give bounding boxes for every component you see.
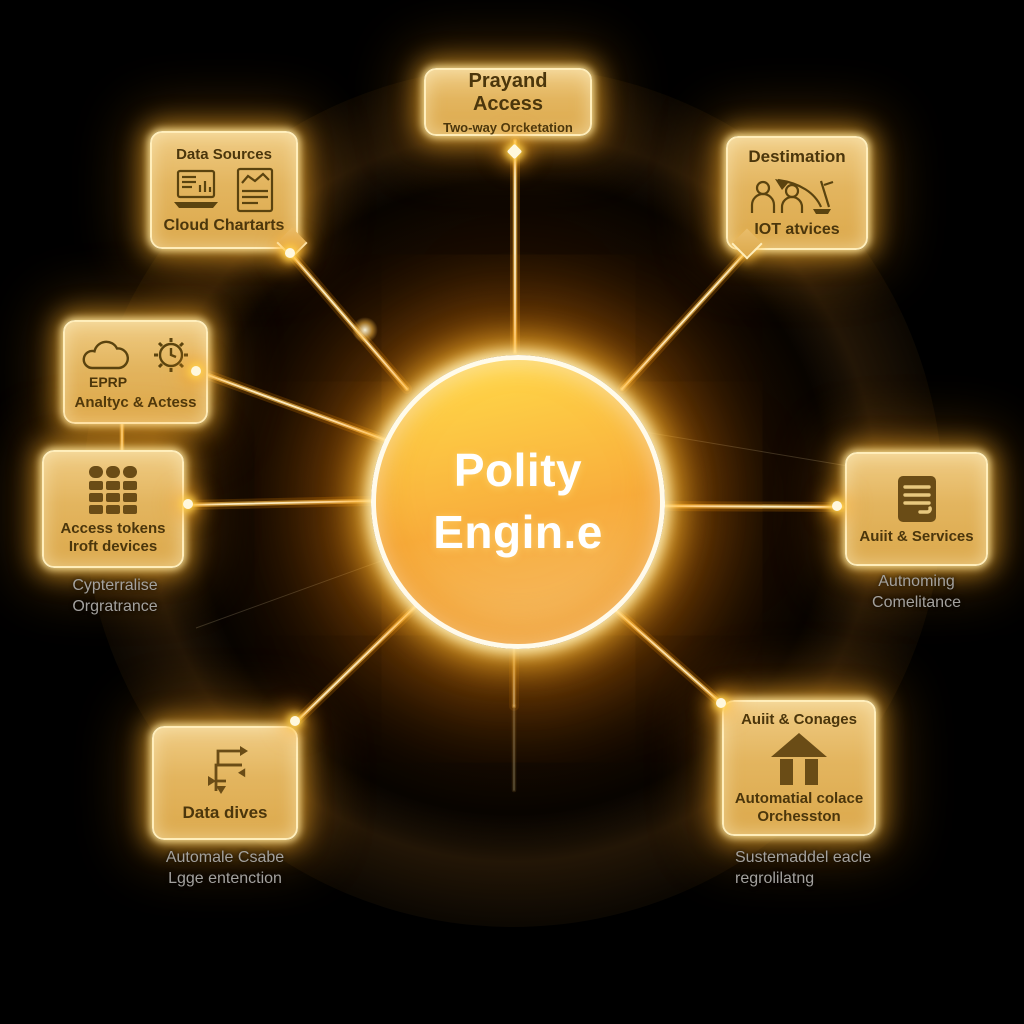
- laptop-chart-icon: [172, 168, 220, 212]
- center-title-line1: Polity: [453, 444, 583, 497]
- node-label-line1: Access tokens: [60, 519, 166, 537]
- node-bottom-right-audit-orchestration: Auiit & Conages Automatial colace Orches…: [722, 700, 876, 836]
- document-icon: [894, 474, 940, 524]
- node-bottom-left-data-dives: Data dives: [152, 726, 298, 840]
- center-hub-policy-engine: Polity Engin.e: [371, 355, 665, 649]
- caption-line2: Orgratrance: [72, 597, 158, 615]
- node-title: Destimation: [748, 147, 846, 166]
- connector-right: [655, 501, 847, 512]
- spark-bottom-left: [290, 716, 300, 726]
- node-left-upper-eprp-analytics: EPRP Analtyc & Actess: [63, 320, 208, 424]
- caption-line2: Lgge entenction: [168, 869, 282, 887]
- node-label: IOT atvices: [754, 221, 840, 238]
- node-title: Prayand Access: [468, 69, 548, 115]
- node-label-line2: Iroft devices: [68, 537, 158, 555]
- caption-line1: Sustemaddel eacle: [735, 849, 872, 866]
- node-title: Auiit & Conages: [741, 711, 857, 728]
- caption-line1: Automale Csabe: [165, 849, 285, 866]
- connector-top-left: [286, 249, 412, 394]
- node-label: Cloud Chartarts: [163, 216, 285, 234]
- node-top-right-destination-iot: Destimation IOT atvices: [726, 136, 868, 260]
- connector-bottom-left: [291, 599, 423, 727]
- node-subtitle: Two-way Orcketation: [443, 119, 573, 135]
- node-label-line2: Orchesston: [757, 808, 841, 825]
- caption-line1: Autnoming: [878, 573, 955, 590]
- node-label-line1: Automatial colace: [734, 790, 864, 807]
- spark-mid-top-left: [352, 317, 378, 343]
- spark-top-left: [285, 248, 295, 258]
- spark-right: [832, 501, 842, 511]
- flow-arrows-icon: [196, 743, 254, 799]
- node-label: Data dives: [182, 803, 268, 822]
- connector-left-upper: [192, 366, 396, 447]
- connector-top-right: [617, 248, 750, 394]
- house-icon: [770, 732, 828, 786]
- center-title-line2: Engin.e: [433, 506, 603, 558]
- node-title: Data Sources: [176, 145, 272, 163]
- caption-line1: Cypterralise: [72, 577, 158, 594]
- people-scale-icon: [745, 171, 849, 217]
- connector-bottom-right: [607, 602, 727, 709]
- node-right-audit-services: Auiit & Services: [845, 452, 988, 566]
- cloud-icon: [80, 338, 132, 372]
- node-top-prayand-access: Prayand Access Two-way Orcketation: [424, 68, 592, 136]
- gear-clock-icon: [150, 334, 192, 376]
- node-icon-label: EPRP: [89, 373, 128, 390]
- spark-left: [183, 499, 193, 509]
- connector-left: [182, 496, 375, 510]
- node-left-access-tokens: Access tokens Iroft devices: [42, 450, 184, 568]
- caption-line2: regrolilatng: [735, 869, 815, 887]
- caption-line2: Comelitance: [872, 593, 961, 611]
- node-label: Auiit & Services: [859, 527, 974, 545]
- spark-left-upper: [191, 366, 201, 376]
- document-chart-icon: [234, 167, 276, 213]
- keypad-icon: [81, 464, 145, 516]
- caption-right: Autnoming Comelitance: [845, 572, 988, 614]
- caption-bottom-right: Sustemaddel eacle regrolilatng: [735, 848, 955, 890]
- spark-bottom-right: [716, 698, 726, 708]
- node-label: Analtyc & Actess: [74, 393, 197, 411]
- caption-bottom-left: Automale Csabe Lgge entenction: [120, 848, 330, 890]
- node-top-left-data-sources: Data Sources: [150, 131, 308, 259]
- caption-left: Cypterralise Orgratrance: [30, 576, 200, 618]
